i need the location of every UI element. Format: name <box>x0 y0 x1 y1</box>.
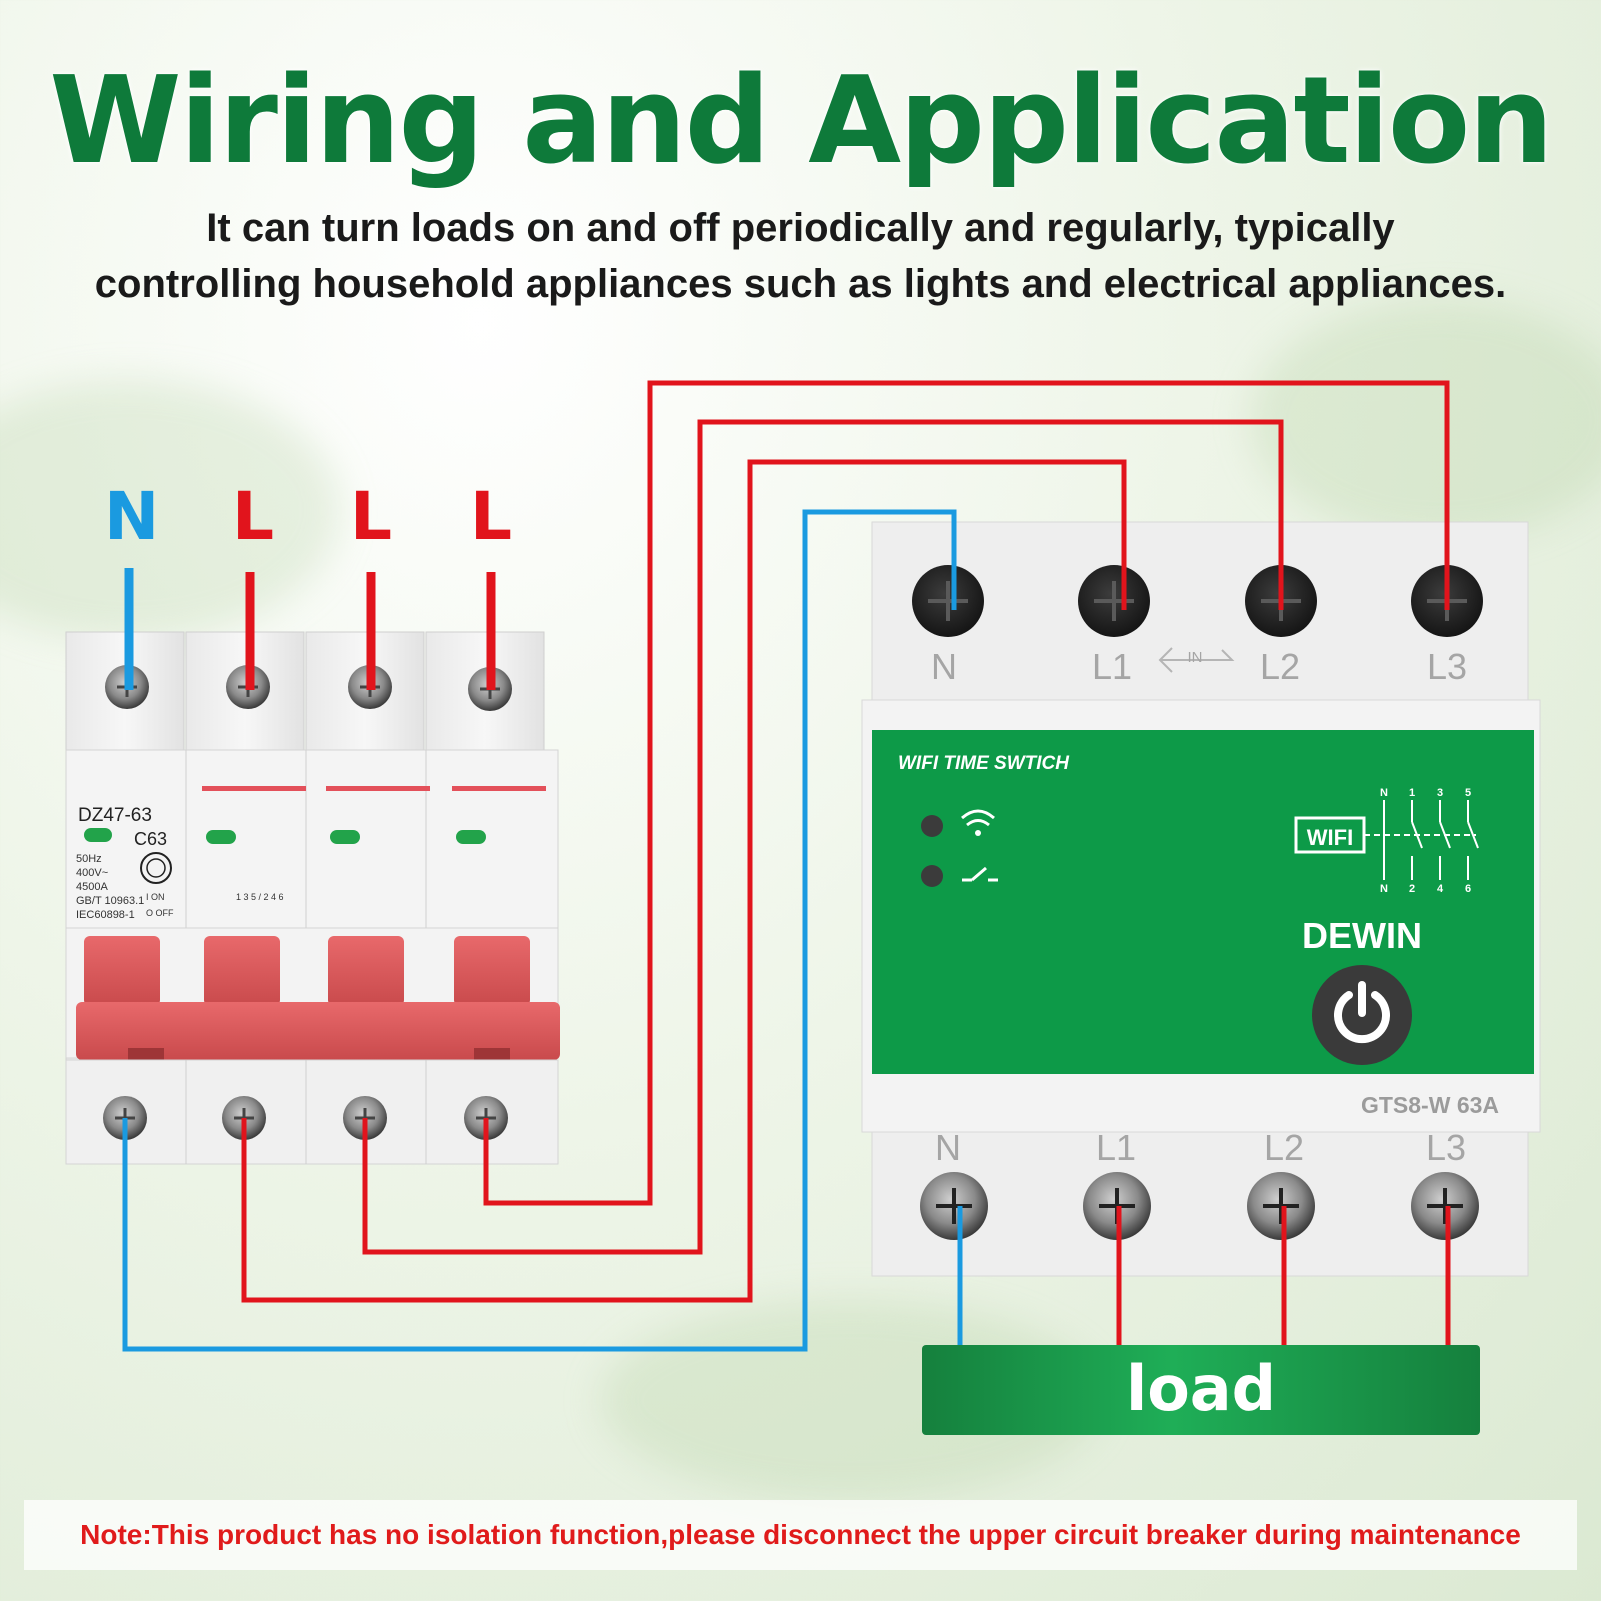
wifi-time-switch: N L1 L2 L3 IN N L1 L2 L3 WIFI TIME SWTIC… <box>861 521 1541 1277</box>
breaker-indicator <box>84 828 112 842</box>
relay-switch-icon <box>962 866 998 882</box>
wires <box>122 380 1451 1352</box>
switch-in-label: IN <box>1188 649 1203 666</box>
diagram-top-n: N <box>1380 787 1388 799</box>
switch-top-label-l3: L3 <box>1427 646 1467 687</box>
diagram-bottom-2: 2 <box>1409 883 1415 895</box>
background-blur <box>0 380 340 640</box>
switch-bottom-label-l3: L3 <box>1426 1127 1466 1168</box>
wire-l3 <box>483 380 1450 1206</box>
breaker-indicator <box>330 830 360 844</box>
power-icon <box>1334 991 1390 1044</box>
switch-brand: DEWIN <box>1302 915 1422 956</box>
circuit-breaker: DZ47-63 C63 50Hz 400V~ 4500A GB/T 10963.… <box>65 631 560 1165</box>
diagram-bottom-6: 6 <box>1465 883 1471 895</box>
maintenance-note: Note:This product has no isolation funct… <box>24 1500 1577 1570</box>
switch-top-label-n: N <box>931 646 957 687</box>
breaker-indicator <box>456 830 486 844</box>
diagram-top-1: 1 <box>1409 787 1415 799</box>
switch-green-panel <box>872 730 1534 1074</box>
breaker-red-stripe <box>452 786 546 791</box>
wifi-icon <box>961 809 995 836</box>
breaker-indicator <box>206 830 236 844</box>
wifi-badge: WIFI <box>1307 825 1353 850</box>
breaker-model: DZ47-63 <box>78 805 152 826</box>
breaker-label-l3: L <box>470 478 513 555</box>
relay-led <box>921 865 943 887</box>
wifi-led <box>921 815 943 837</box>
switch-bottom-label-n: N <box>935 1127 961 1168</box>
breaker-label-l2: L <box>350 478 393 555</box>
wire-l1 <box>241 459 1127 1303</box>
switch-bottom-screws <box>920 1172 1479 1240</box>
subtitle-line-2: controlling household appliances such as… <box>94 262 1507 306</box>
breaker-handle-bar <box>76 1002 560 1060</box>
background-blur <box>1250 300 1601 540</box>
breaker-on-label: I ON <box>146 892 165 902</box>
breaker-spec-5: IEC60898-1 <box>76 909 135 921</box>
wire-l2 <box>362 419 1284 1255</box>
wire-neutral <box>122 509 957 1352</box>
switch-model: GTS8-W 63A <box>1361 1092 1499 1118</box>
switch-product-label: WIFI TIME SWTICH <box>898 753 1070 774</box>
page-title: Wiring and Application <box>49 52 1553 191</box>
contact-diagram-icon <box>1364 800 1479 880</box>
breaker-spec-1: 50Hz <box>76 853 102 865</box>
breaker-spec-4: GB/T 10963.1 <box>76 895 144 907</box>
diagram-bottom-n: N <box>1380 883 1388 895</box>
switch-top-label-l2: L2 <box>1260 646 1300 687</box>
load-box: load <box>922 1345 1480 1435</box>
breaker-off-label: O OFF <box>146 908 174 918</box>
breaker-label-n: N <box>104 478 160 555</box>
breaker-rating: C63 <box>134 829 167 849</box>
breaker-spec-3: 4500A <box>76 881 108 893</box>
breaker-red-stripe <box>202 786 306 791</box>
subtitle-line-1: It can turn loads on and off periodicall… <box>206 206 1395 250</box>
breaker-red-stripe <box>326 786 430 791</box>
diagram-bottom-4: 4 <box>1437 883 1444 895</box>
power-button[interactable] <box>1312 965 1412 1065</box>
diagram-top-3: 3 <box>1437 787 1443 799</box>
switch-bottom-label-l1: L1 <box>1096 1127 1136 1168</box>
diagram-top-5: 5 <box>1465 787 1471 799</box>
switch-top-label-l1: L1 <box>1092 646 1132 687</box>
page-subtitle: It can turn loads on and off periodicall… <box>60 200 1541 312</box>
breaker-label-l1: L <box>232 478 275 555</box>
switch-bottom-label-l2: L2 <box>1264 1127 1304 1168</box>
ccc-mark-icon <box>140 852 172 884</box>
breaker-terminal-marks: 1 3 5 / 2 4 6 <box>236 892 284 902</box>
in-arrow-icon <box>1158 647 1235 673</box>
breaker-spec-2: 400V~ <box>76 867 108 879</box>
